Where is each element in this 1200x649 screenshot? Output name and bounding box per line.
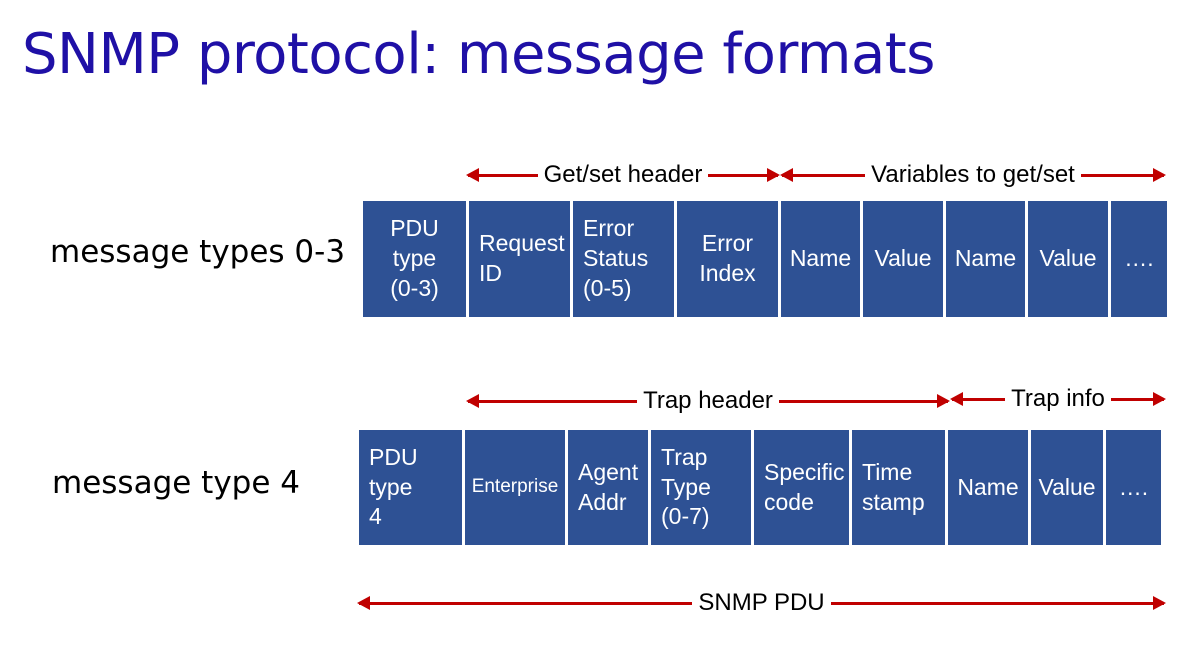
name-cell: Name — [948, 430, 1028, 545]
row1-label: message types 0-3 — [50, 234, 346, 270]
agent-addr-cell: Agent Addr — [568, 430, 648, 545]
name-cell: Name — [781, 201, 860, 317]
trap-header-label: Trap header — [637, 387, 779, 414]
trap-header-span: Trap header — [466, 386, 950, 416]
ellipsis-cell: …. — [1111, 201, 1167, 317]
value-cell: Value — [1028, 201, 1108, 317]
request-id-cell: Request ID — [469, 201, 570, 317]
snmp-pdu-span: SNMP PDU — [357, 588, 1166, 618]
value-cell: Value — [863, 201, 943, 317]
trap-info-span: Trap info — [950, 384, 1166, 414]
page-title: SNMP protocol: message formats — [22, 22, 935, 87]
row2-label: message type 4 — [52, 465, 300, 501]
message-format-row-1: PDU type (0-3) Request ID Error Status (… — [363, 201, 1168, 317]
trap-info-label: Trap info — [1005, 385, 1111, 412]
value-cell: Value — [1031, 430, 1103, 545]
enterprise-cell: Enterprise — [465, 430, 565, 545]
variables-span: Variables to get/set — [780, 160, 1166, 190]
get-set-header-span: Get/set header — [466, 160, 780, 190]
ellipsis-cell: …. — [1106, 430, 1161, 545]
variables-label: Variables to get/set — [865, 161, 1081, 188]
pdu-type-cell: PDU type 4 — [359, 430, 462, 545]
error-status-cell: Error Status (0-5) — [573, 201, 674, 317]
error-index-cell: Error Index — [677, 201, 778, 317]
snmp-pdu-label: SNMP PDU — [692, 589, 831, 616]
time-stamp-cell: Time stamp — [852, 430, 945, 545]
name-cell: Name — [946, 201, 1025, 317]
message-format-row-2: PDU type 4 Enterprise Agent Addr Trap Ty… — [359, 430, 1164, 545]
get-set-header-label: Get/set header — [537, 161, 709, 188]
specific-code-cell: Specific code — [754, 430, 849, 545]
trap-type-cell: Trap Type (0-7) — [651, 430, 751, 545]
pdu-type-cell: PDU type (0-3) — [363, 201, 466, 317]
